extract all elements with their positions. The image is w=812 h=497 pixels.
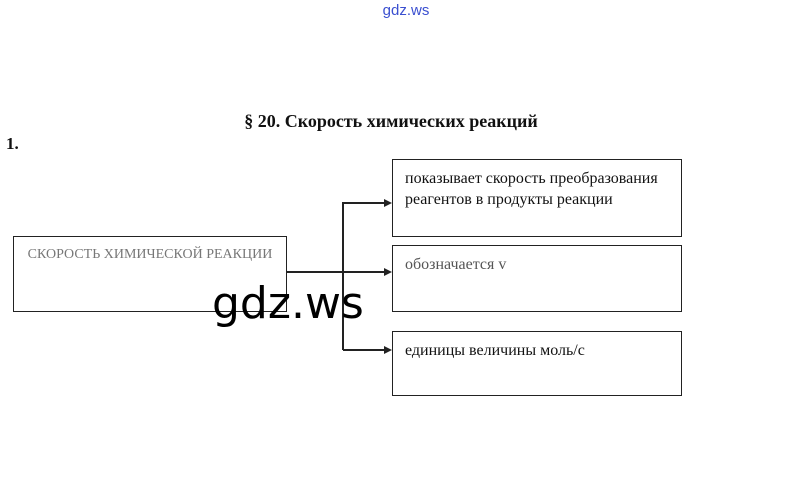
main-concept-box: СКОРОСТЬ ХИМИЧЕСКОЙ РЕАКЦИИ [13, 236, 287, 312]
arrow-head-icon [384, 199, 392, 207]
branch-text-1: показывает скорость преобразования реаге… [405, 170, 658, 208]
main-concept-text: СКОРОСТЬ ХИМИЧЕСКОЙ РЕАКЦИИ [27, 247, 273, 262]
arrow-head-icon [384, 346, 392, 354]
task-number: 1. [6, 134, 19, 153]
connector-horizontal [287, 271, 343, 273]
watermark-center: gdz.ws [212, 278, 364, 329]
branch-box-1: показывает скорость преобразования реаге… [392, 159, 682, 237]
branch-text-3: единицы величины моль/с [405, 342, 585, 359]
connector-vertical [342, 202, 344, 350]
branch-box-3: единицы величины моль/с [392, 331, 682, 396]
connector-branch-2 [343, 271, 385, 273]
watermark-top: gdz.ws [382, 2, 430, 19]
branch-box-2: обозначается v [392, 245, 682, 312]
connector-branch-1 [343, 202, 385, 204]
page-title: § 20. Скорость химических реакций [244, 111, 538, 131]
connector-branch-3 [343, 349, 385, 351]
arrow-head-icon [384, 268, 392, 276]
branch-text-2: обозначается v [405, 256, 507, 273]
